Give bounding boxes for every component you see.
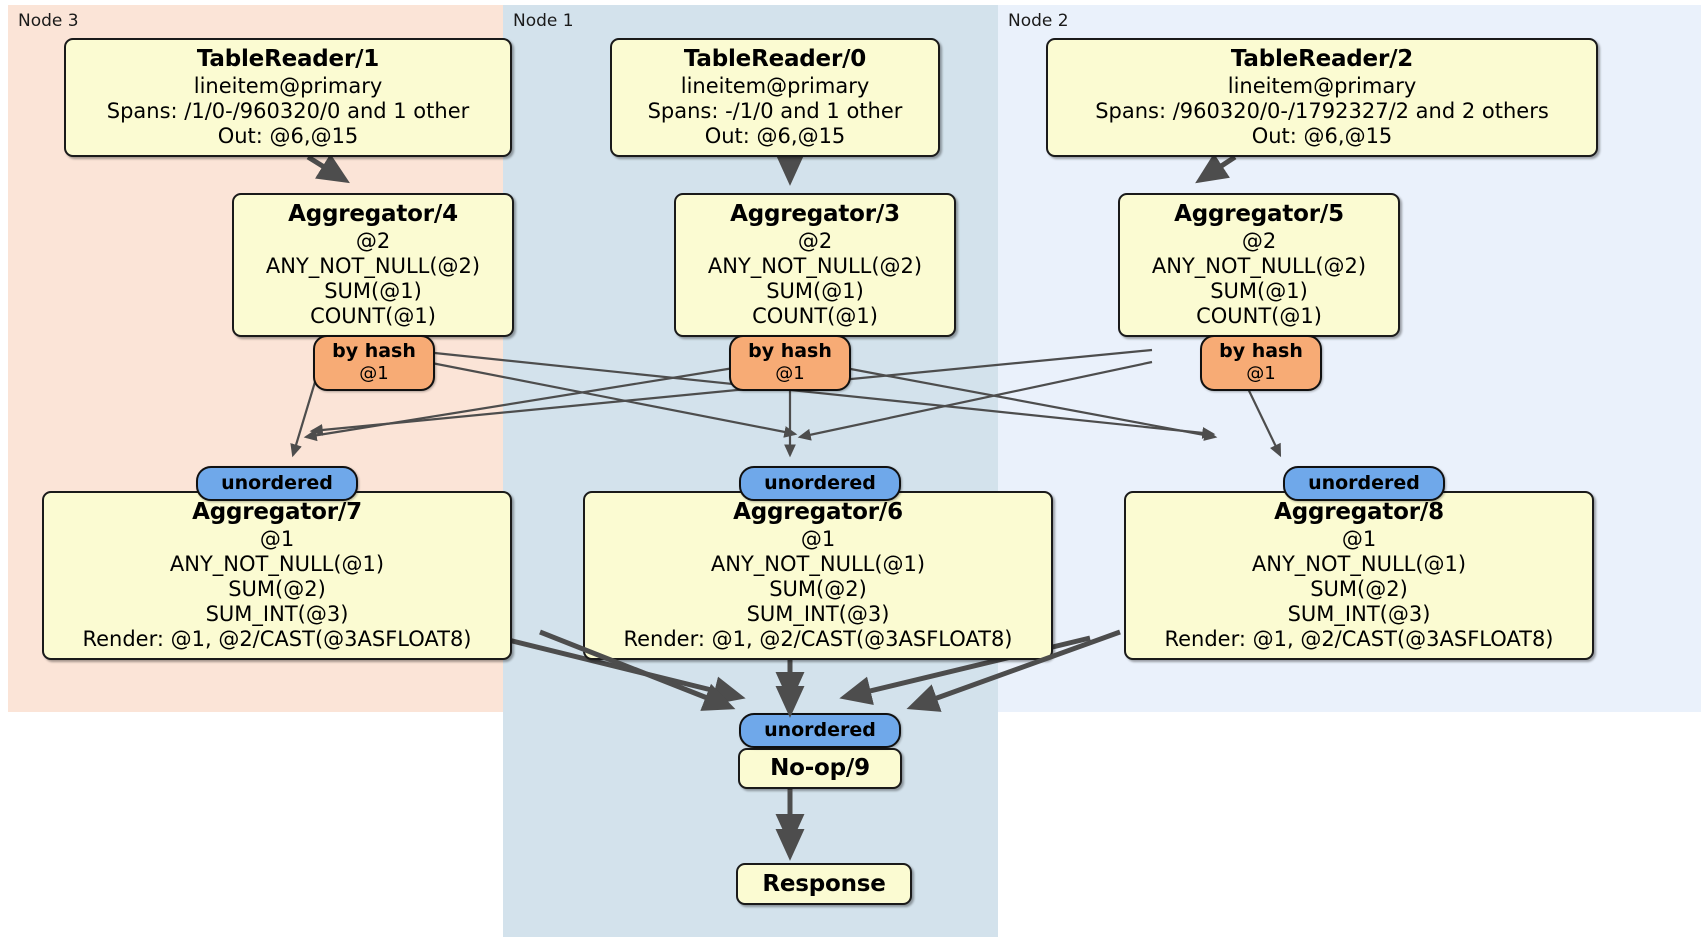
processor-aggregator-3[interactable]: Aggregator/3 @2 ANY_NOT_NULL(@2) SUM(@1)…: [674, 193, 956, 337]
processor-tablereader-2[interactable]: TableReader/2 lineitem@primary Spans: /9…: [1046, 38, 1598, 157]
processor-title: Aggregator/4: [288, 201, 458, 227]
processor-detail: lineitem@primary: [1227, 74, 1417, 98]
processor-tablereader-1[interactable]: TableReader/1 lineitem@primary Spans: /1…: [64, 38, 512, 157]
processor-detail: Out: @6,@15: [217, 124, 359, 148]
router-column: @1: [775, 363, 805, 384]
processor-detail: SUM(@1): [324, 279, 422, 303]
processor-detail: SUM(@2): [769, 577, 867, 601]
processor-title: TableReader/1: [196, 46, 380, 72]
node-label-node2: Node 2: [1008, 11, 1069, 31]
processor-detail: SUM_INT(@3): [1287, 602, 1431, 626]
processor-detail: SUM(@1): [766, 279, 864, 303]
processor-detail: ANY_NOT_NULL(@1): [169, 552, 385, 576]
synchronizer-label: unordered: [221, 472, 333, 494]
router-label: by hash: [1219, 340, 1303, 362]
processor-response[interactable]: Response: [736, 863, 912, 905]
processor-detail: Spans: /1/0-/960320/0 and 1 other: [106, 99, 470, 123]
processor-title: Aggregator/7: [192, 499, 362, 525]
processor-detail: @1: [259, 527, 295, 551]
processor-detail: COUNT(@1): [1196, 304, 1322, 328]
processor-aggregator-6[interactable]: Aggregator/6 @1 ANY_NOT_NULL(@1) SUM(@2)…: [583, 491, 1053, 660]
processor-title: TableReader/0: [683, 46, 867, 72]
processor-detail: SUM_INT(@3): [205, 602, 349, 626]
processor-aggregator-8[interactable]: Aggregator/8 @1 ANY_NOT_NULL(@1) SUM(@2)…: [1124, 491, 1594, 660]
router-column: @1: [359, 363, 389, 384]
processor-detail: SUM(@2): [228, 577, 326, 601]
processor-detail: COUNT(@1): [310, 304, 436, 328]
processor-aggregator-4[interactable]: Aggregator/4 @2 ANY_NOT_NULL(@2) SUM(@1)…: [232, 193, 514, 337]
synchronizer-label: unordered: [764, 472, 876, 494]
processor-title: No-op/9: [770, 755, 870, 781]
processor-detail: ANY_NOT_NULL(@2): [265, 254, 481, 278]
processor-detail: ANY_NOT_NULL(@2): [707, 254, 923, 278]
processor-detail: Render: @1, @2/CAST(@3ASFLOAT8): [82, 627, 472, 651]
processor-aggregator-7[interactable]: Aggregator/7 @1 ANY_NOT_NULL(@1) SUM(@2)…: [42, 491, 512, 660]
node-label-node1: Node 1: [513, 11, 574, 31]
processor-title: Response: [762, 870, 886, 897]
processor-detail: @2: [1241, 229, 1277, 253]
processor-detail: ANY_NOT_NULL(@1): [1251, 552, 1467, 576]
processor-detail: SUM(@1): [1210, 279, 1308, 303]
processor-detail: @2: [355, 229, 391, 253]
processor-tablereader-0[interactable]: TableReader/0 lineitem@primary Spans: -/…: [610, 38, 940, 157]
processor-title: Aggregator/6: [733, 499, 903, 525]
processor-detail: lineitem@primary: [193, 74, 383, 98]
processor-detail: @1: [800, 527, 836, 551]
node-label-node3: Node 3: [18, 11, 79, 31]
processor-no-op-9[interactable]: No-op/9: [738, 748, 902, 789]
processor-title: Aggregator/3: [730, 201, 900, 227]
processor-detail: ANY_NOT_NULL(@2): [1151, 254, 1367, 278]
processor-title: TableReader/2: [1230, 46, 1414, 72]
processor-detail: @1: [1341, 527, 1377, 551]
processor-detail: lineitem@primary: [680, 74, 870, 98]
processor-detail: Out: @6,@15: [704, 124, 846, 148]
processor-detail: @2: [797, 229, 833, 253]
processor-detail: SUM_INT(@3): [746, 602, 890, 626]
processor-detail: COUNT(@1): [752, 304, 878, 328]
synchronizer-label: unordered: [1308, 472, 1420, 494]
processor-detail: Render: @1, @2/CAST(@3ASFLOAT8): [1164, 627, 1554, 651]
processor-detail: Spans: /960320/0-/1792327/2 and 2 others: [1095, 99, 1549, 123]
router-by-hash-center[interactable]: by hash @1: [729, 335, 851, 391]
processor-detail: Out: @6,@15: [1251, 124, 1393, 148]
processor-aggregator-5[interactable]: Aggregator/5 @2 ANY_NOT_NULL(@2) SUM(@1)…: [1118, 193, 1400, 337]
router-by-hash-right[interactable]: by hash @1: [1200, 335, 1322, 391]
synchronizer-unordered-left[interactable]: unordered: [196, 466, 358, 501]
synchronizer-unordered-center[interactable]: unordered: [739, 466, 901, 501]
processor-title: Aggregator/8: [1274, 499, 1444, 525]
synchronizer-unordered-right[interactable]: unordered: [1283, 466, 1445, 501]
synchronizer-unordered-final[interactable]: unordered: [739, 713, 901, 748]
processor-detail: Spans: -/1/0 and 1 other: [647, 99, 903, 123]
processor-detail: Render: @1, @2/CAST(@3ASFLOAT8): [623, 627, 1013, 651]
processor-detail: SUM(@2): [1310, 577, 1408, 601]
router-label: by hash: [748, 340, 832, 362]
router-label: by hash: [332, 340, 416, 362]
processor-detail: ANY_NOT_NULL(@1): [710, 552, 926, 576]
processor-title: Aggregator/5: [1174, 201, 1344, 227]
router-by-hash-left[interactable]: by hash @1: [313, 335, 435, 391]
synchronizer-label: unordered: [764, 719, 876, 741]
router-column: @1: [1246, 363, 1276, 384]
